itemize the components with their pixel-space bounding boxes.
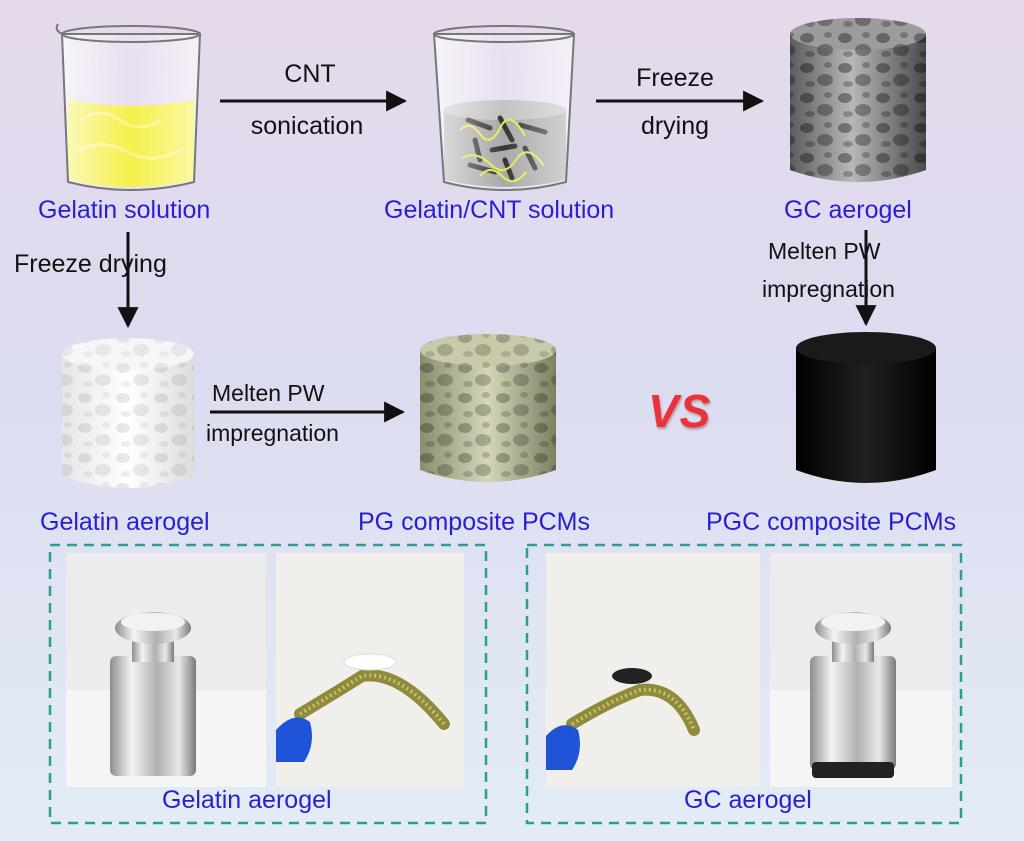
photo-weight-left bbox=[66, 553, 266, 787]
photo-grass-right bbox=[546, 553, 760, 787]
label-melten-pw-middle: Melten PW bbox=[212, 380, 325, 406]
label-pgc-composite: PGC composite PCMs bbox=[706, 508, 957, 536]
label-impregnation-middle: impregnation bbox=[206, 420, 339, 446]
label-pg-composite: PG composite PCMs bbox=[358, 508, 591, 536]
label-freeze-drying: Freeze drying bbox=[14, 250, 167, 278]
label-freeze: Freeze bbox=[636, 64, 714, 92]
gc-aerogel-cylinder bbox=[790, 18, 926, 182]
label-gelatin-aerogel: Gelatin aerogel bbox=[40, 508, 210, 536]
label-drying: drying bbox=[640, 112, 710, 140]
label-gelatin-cnt-solution: Gelatin/CNT solution bbox=[384, 196, 615, 224]
label-cnt: CNT bbox=[284, 60, 336, 88]
label-gelatin-solution: Gelatin solution bbox=[38, 196, 211, 224]
label-sonication: sonication bbox=[250, 112, 364, 140]
gelatin-aerogel-cylinder bbox=[62, 338, 194, 488]
caption-gc-aerogel: GC aerogel bbox=[684, 786, 812, 814]
caption-gelatin-aerogel: Gelatin aerogel bbox=[162, 786, 332, 814]
pgc-composite-cylinder bbox=[796, 332, 936, 483]
label-melten-pw-right: Melten PW bbox=[768, 238, 881, 264]
label-impregnation-right: impregnation bbox=[762, 276, 895, 302]
photo-grass-left bbox=[276, 553, 464, 787]
beaker-gelatin bbox=[55, 23, 202, 191]
pg-composite-cylinder bbox=[420, 334, 556, 482]
photo-box-right bbox=[525, 543, 963, 825]
photo-weight-right bbox=[770, 553, 952, 787]
label-vs: VS bbox=[648, 385, 712, 437]
beaker-gelatin-cnt bbox=[432, 25, 576, 191]
label-gc-aerogel: GC aerogel bbox=[784, 196, 912, 224]
